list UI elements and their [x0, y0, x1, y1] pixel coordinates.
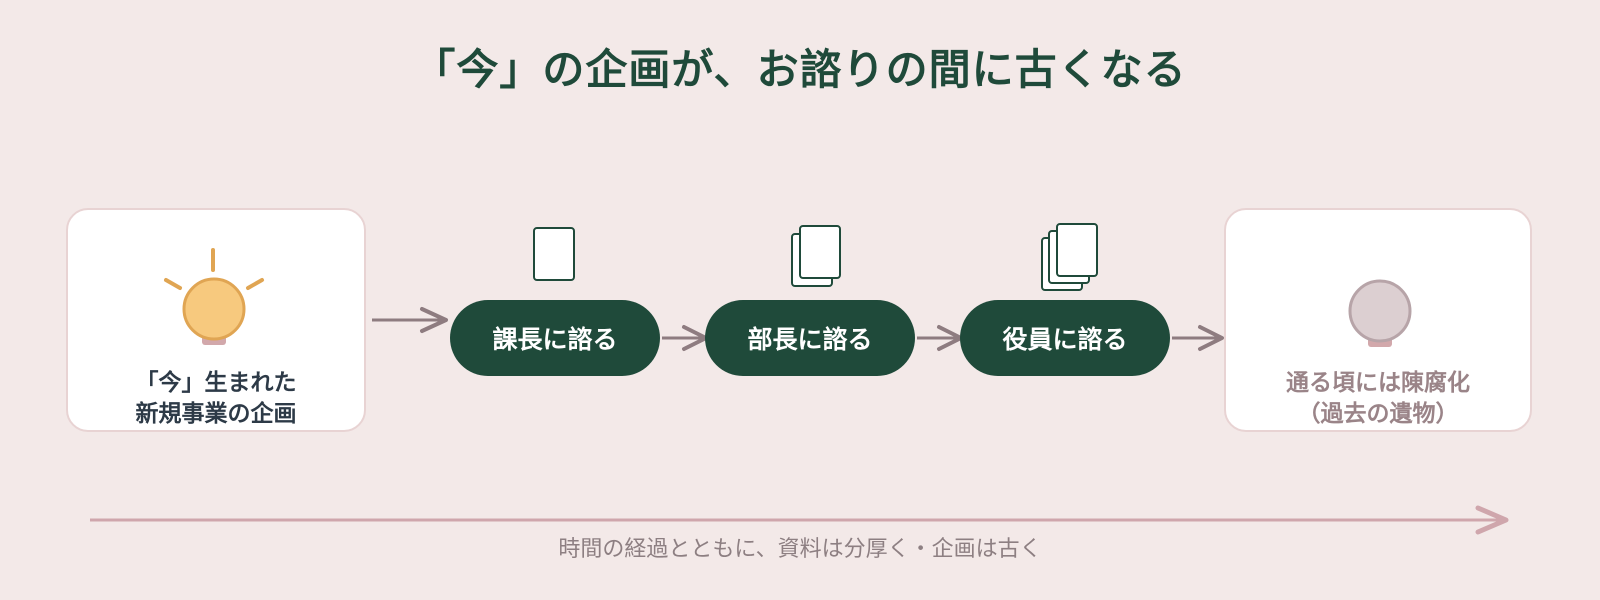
- document-stack-icon: [1041, 223, 1098, 291]
- start-card: 「今」生まれた 新規事業の企画: [66, 208, 366, 432]
- two-documents-icon: [791, 225, 841, 287]
- end-card-line1: 通る頃には陳腐化: [1286, 370, 1470, 396]
- timeline-arrow: [90, 505, 1509, 535]
- single-document-icon: [533, 227, 575, 281]
- arrow-to-end: [1172, 325, 1224, 351]
- page-title: 「今」の企画が、お諮りの間に古くなる: [413, 45, 1187, 94]
- end-card-label: 通る頃には陳腐化 （過去の遺物）: [1226, 368, 1530, 430]
- start-card-label: 「今」生まれた 新規事業の企画: [68, 368, 364, 430]
- step-yakuin: 役員に諮る: [960, 300, 1170, 376]
- lightbulb-lit-icon: [164, 248, 264, 345]
- timeline-caption: 時間の経過とともに、資料は分厚く・企画は古く: [558, 537, 1042, 562]
- start-card-line1: 「今」生まれた: [135, 370, 297, 396]
- end-card: 通る頃には陳腐化 （過去の遺物）: [1224, 208, 1532, 432]
- step-kacho: 課長に諮る: [450, 300, 660, 376]
- start-card-line2: 新規事業の企画: [135, 401, 297, 427]
- step-bucho: 部長に諮る: [705, 300, 915, 376]
- end-card-line2: （過去の遺物）: [1297, 401, 1459, 427]
- lightbulb-dim-icon: [1348, 279, 1412, 347]
- arrow-to-step1: [372, 307, 448, 333]
